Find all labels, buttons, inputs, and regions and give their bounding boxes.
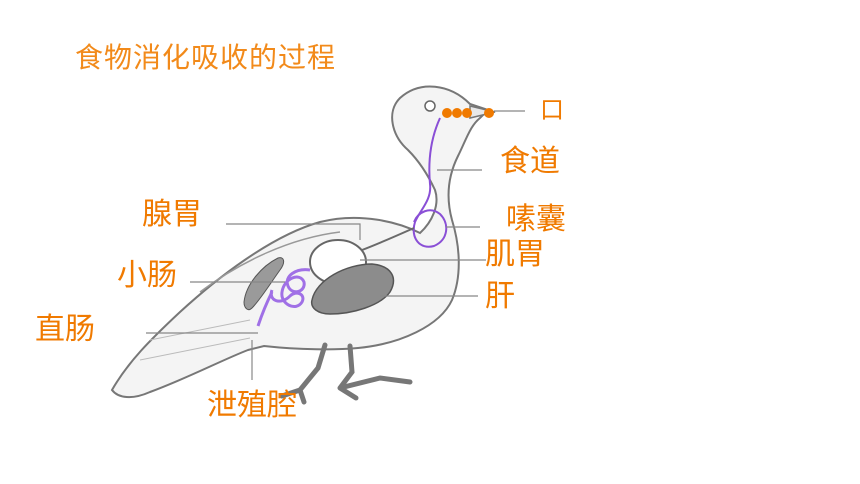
mouth-marker-dot — [462, 108, 472, 118]
legs — [279, 342, 413, 405]
small-intestine-coils — [269, 268, 311, 308]
label-proventriculus: 腺胃 — [142, 197, 202, 232]
label-small-intestine: 小肠 — [117, 258, 177, 293]
rectum-tube — [256, 291, 274, 327]
tail-lines — [139, 319, 251, 361]
eye — [424, 100, 436, 112]
label-crop: 嗉囊 — [506, 202, 566, 237]
mouth-marker-dot — [442, 108, 452, 118]
liver-shape — [310, 263, 395, 315]
label-esophagus: 食道 — [500, 144, 560, 179]
mouth-marker-dot — [484, 108, 494, 118]
label-gizzard: 肌胃 — [485, 237, 545, 272]
label-liver: 肝 — [485, 279, 515, 314]
mouth-markers — [442, 108, 494, 118]
proventriculus-tube — [361, 227, 415, 251]
label-rectum: 直肠 — [35, 312, 95, 347]
mouth-marker-dot — [452, 108, 462, 118]
esophagus-tube — [412, 117, 448, 248]
kidney-shape — [243, 257, 285, 311]
leader-proventriculus — [226, 223, 361, 240]
label-mouth: 口 — [540, 96, 564, 124]
page-title: 食物消化吸收的过程 — [75, 41, 337, 74]
bird-body-outline — [110, 85, 490, 398]
label-cloaca: 泄殖腔 — [207, 388, 297, 423]
